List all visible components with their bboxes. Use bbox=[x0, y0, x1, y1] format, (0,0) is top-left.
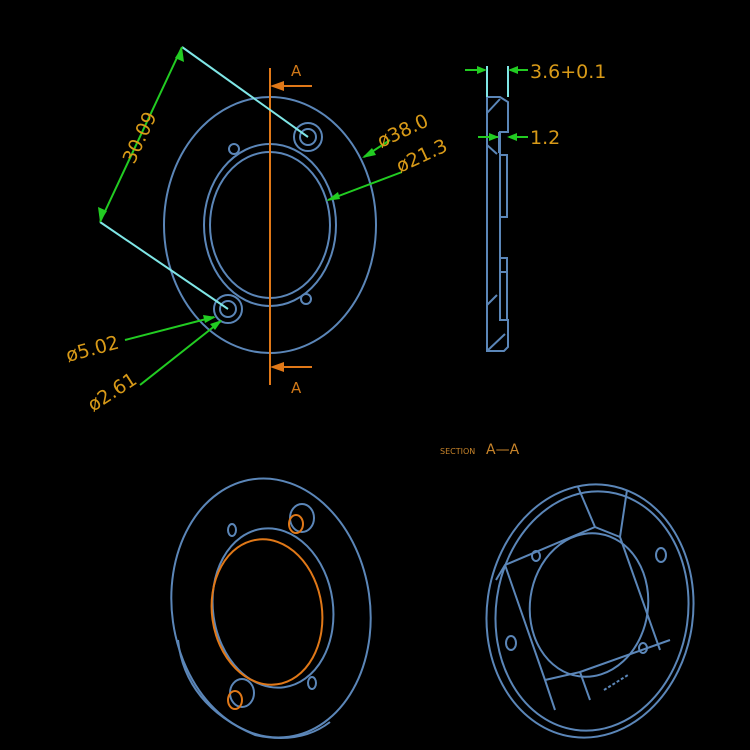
section-arrowhead-top bbox=[270, 81, 284, 91]
iso-back-pin-hole bbox=[638, 642, 648, 654]
dimension-line-spacing bbox=[99, 46, 183, 223]
iso-pin-hole bbox=[227, 523, 237, 537]
section-marker-top: A bbox=[291, 62, 302, 80]
arrowhead bbox=[477, 66, 487, 74]
arrowhead bbox=[508, 66, 518, 74]
iso-outer-edge bbox=[170, 477, 372, 739]
iso-back-engraved-marking bbox=[603, 674, 629, 691]
leader-hole bbox=[139, 320, 222, 386]
arrowhead bbox=[203, 315, 216, 323]
leader-inner-diameter bbox=[327, 171, 403, 201]
iso-back-hole bbox=[655, 547, 667, 563]
dim-counterbore: ø5.02 bbox=[64, 332, 122, 367]
front-view: A A 30.09 ø38.0 ø21.3 ø5.02 ø2.61 bbox=[64, 46, 451, 416]
iso-back-outer-edge bbox=[485, 483, 695, 739]
arrowhead bbox=[175, 47, 184, 62]
section-arrowhead-bottom bbox=[270, 362, 284, 372]
arrowhead bbox=[362, 148, 376, 158]
dim-hole: ø2.61 bbox=[84, 368, 141, 416]
extension-line bbox=[99, 221, 229, 310]
hole-bottom bbox=[219, 300, 237, 318]
section-label: SECTION A—A bbox=[440, 442, 520, 458]
iso-hole-top bbox=[288, 514, 304, 534]
leader-counterbore bbox=[124, 316, 215, 341]
hole-top bbox=[299, 128, 317, 146]
section-label-prefix: SECTION bbox=[440, 447, 475, 456]
section-detail bbox=[498, 132, 508, 320]
arrowhead bbox=[507, 133, 517, 141]
dim-step: 1.2 bbox=[530, 127, 560, 149]
section-profile bbox=[486, 96, 509, 352]
isometric-front-view bbox=[170, 477, 372, 740]
section-label-id: A—A bbox=[486, 442, 520, 458]
dim-hole-spacing: 30.09 bbox=[119, 109, 162, 168]
iso-inner-ring bbox=[211, 527, 335, 689]
iso-back-ribs bbox=[495, 486, 671, 711]
iso-hole-bottom bbox=[227, 690, 243, 710]
arrowhead bbox=[326, 192, 340, 201]
iso-back-rim bbox=[494, 490, 690, 732]
pin-hole-top bbox=[228, 143, 240, 155]
iso-edge-thickness bbox=[177, 639, 331, 740]
pin-hole-bottom bbox=[300, 293, 312, 305]
iso-back-hole bbox=[505, 635, 517, 651]
counterbore-top bbox=[293, 122, 323, 152]
isometric-back-view bbox=[485, 483, 695, 739]
section-hatch bbox=[486, 98, 506, 352]
iso-bore-highlight bbox=[210, 538, 324, 686]
section-marker-bottom: A bbox=[291, 379, 302, 397]
counterbore-bottom bbox=[213, 294, 243, 324]
arrowhead bbox=[210, 320, 222, 330]
dim-thickness: 3.6+0.1 bbox=[530, 61, 606, 83]
arrowhead bbox=[98, 207, 107, 222]
arrowhead bbox=[489, 133, 499, 141]
iso-back-pin-hole bbox=[531, 550, 541, 562]
iso-pin-hole bbox=[307, 676, 317, 690]
section-view: 3.6+0.1 1.2 bbox=[465, 61, 606, 352]
extension-line bbox=[181, 46, 309, 138]
